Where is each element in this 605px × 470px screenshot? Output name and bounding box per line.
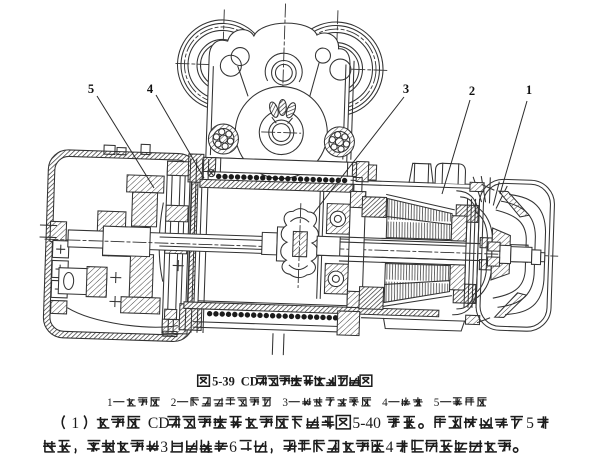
svg-text:3: 3: [160, 439, 168, 456]
svg-text:5: 5: [88, 82, 94, 96]
svg-text:5: 5: [434, 397, 440, 409]
svg-text:1: 1: [526, 83, 532, 97]
svg-text:3: 3: [282, 397, 288, 409]
svg-text:1: 1: [71, 415, 79, 432]
svg-text:4: 4: [147, 82, 154, 96]
svg-text:6: 6: [229, 439, 237, 456]
svg-text:5: 5: [526, 415, 534, 432]
svg-text:5-40: 5-40: [352, 415, 381, 432]
svg-text:5-39: 5-39: [212, 375, 235, 389]
svg-text:CD: CD: [241, 375, 259, 389]
svg-text:4: 4: [382, 397, 388, 409]
svg-text:3: 3: [403, 82, 409, 96]
svg-text:4: 4: [386, 439, 394, 456]
svg-text:CD: CD: [148, 415, 170, 432]
svg-text:2: 2: [171, 397, 177, 409]
svg-text:2: 2: [469, 84, 475, 98]
svg-text:1: 1: [107, 397, 113, 409]
